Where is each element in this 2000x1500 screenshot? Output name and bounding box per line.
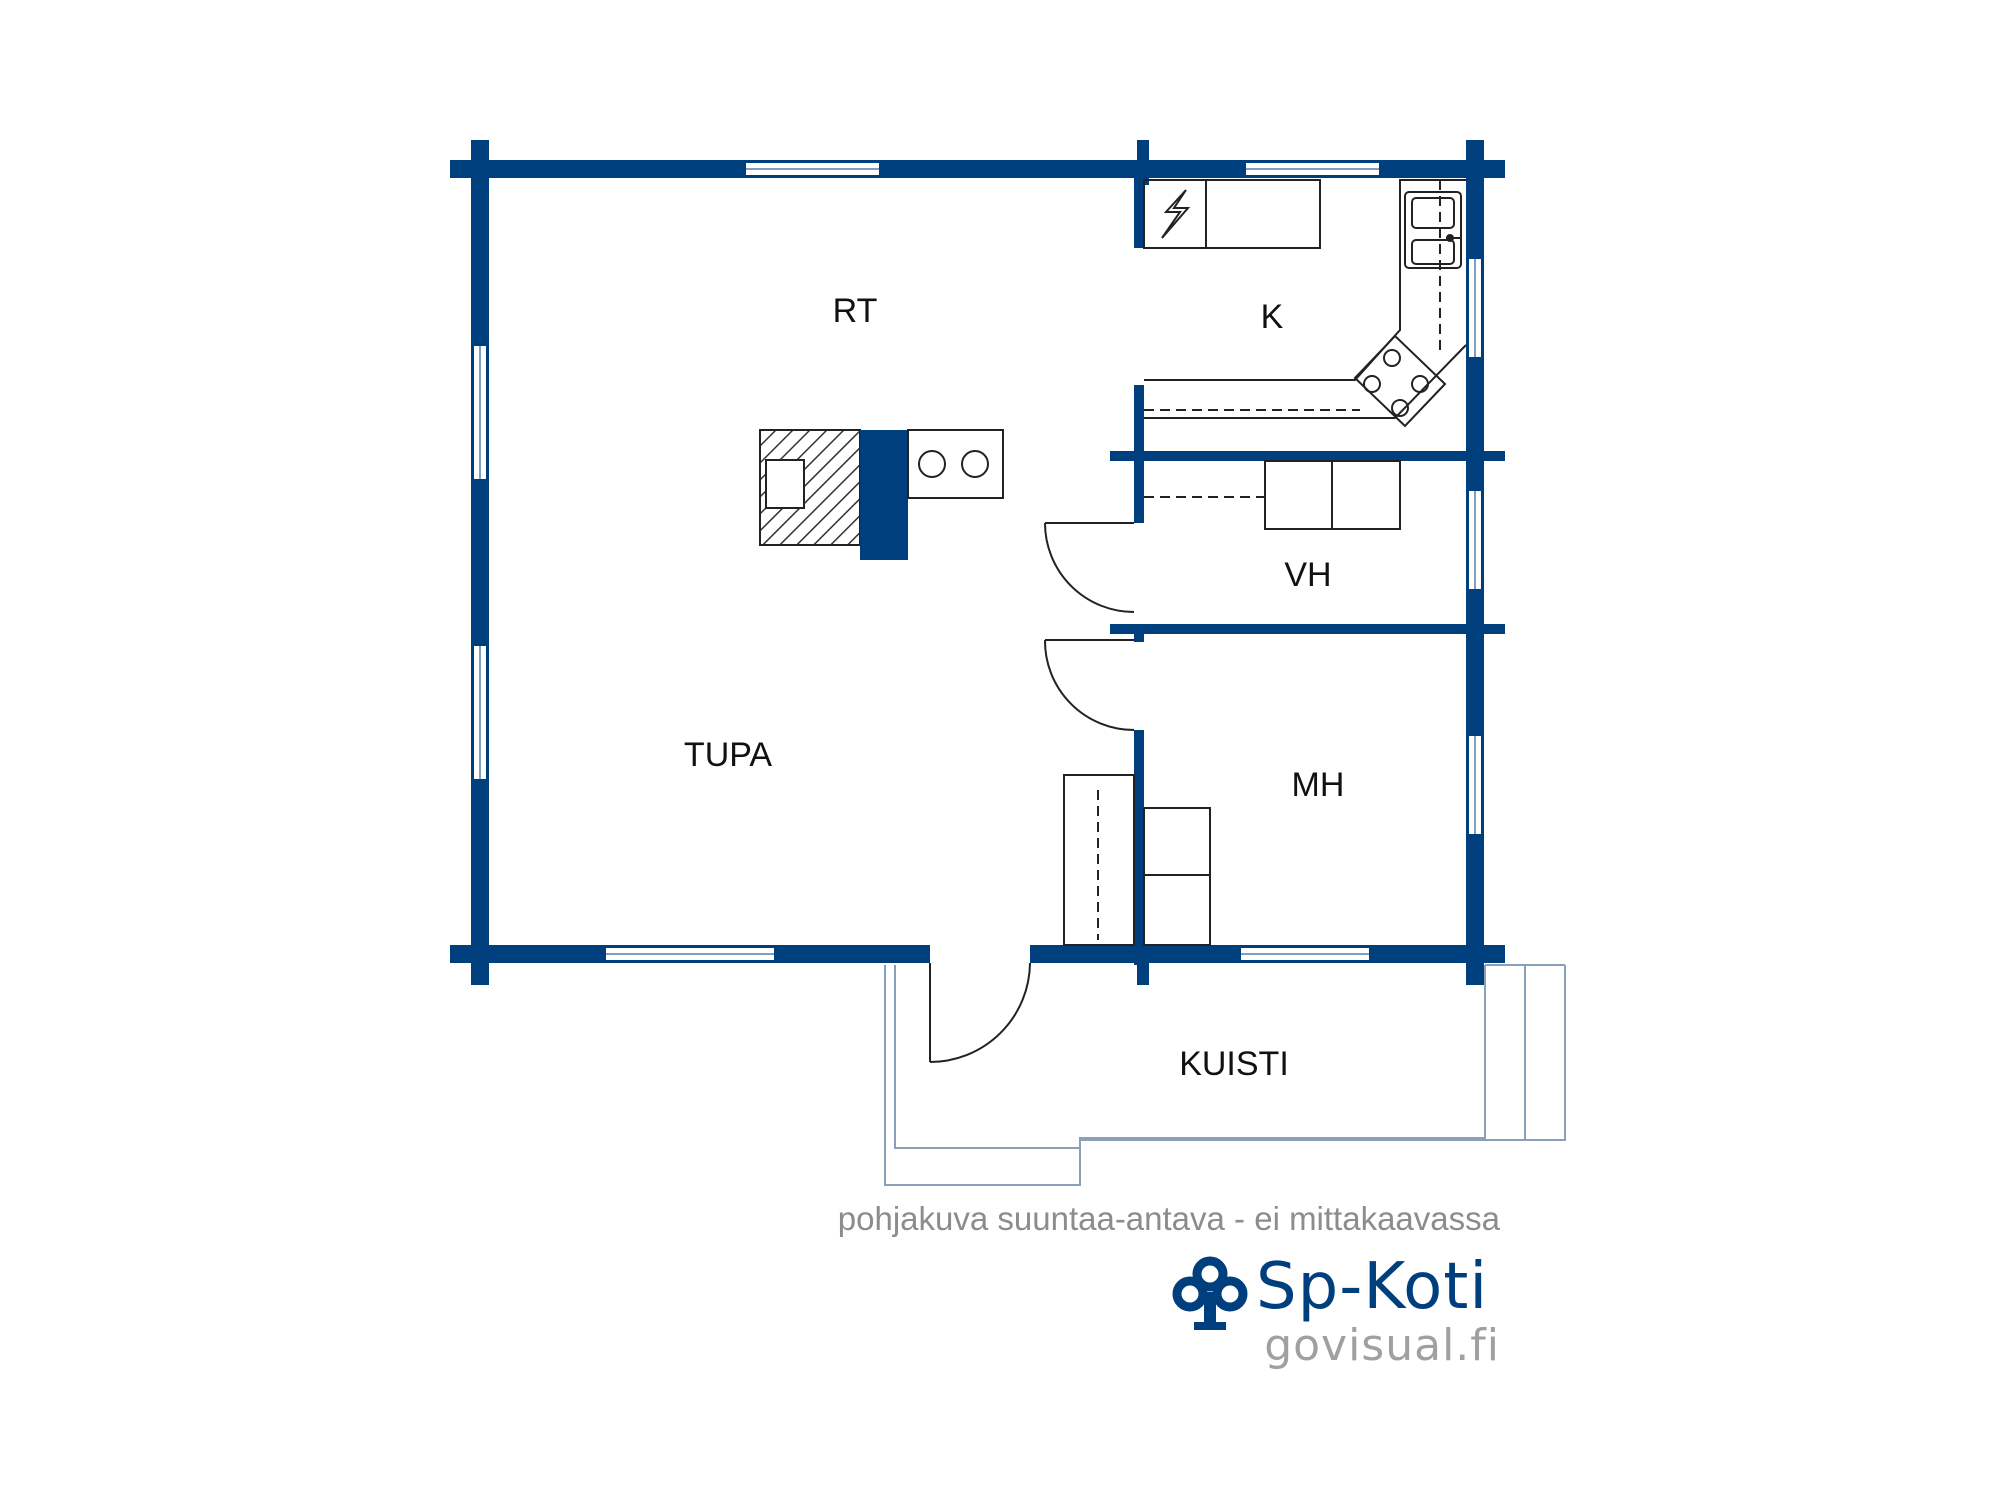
porch-outline (884, 964, 1566, 1186)
mh-furniture (1063, 774, 1211, 946)
kitchen-counters (1143, 179, 1467, 419)
brand: Sp-Koti (1170, 1248, 1500, 1338)
fireplace (759, 429, 1004, 560)
sp-koti-tree-logo-icon (1172, 1256, 1248, 1330)
brand-name: Sp-Koti (1256, 1250, 1489, 1324)
bed (1143, 807, 1211, 946)
doors (929, 522, 1135, 1063)
wardrobe (1063, 774, 1135, 946)
electric-panel-counter (1143, 179, 1321, 249)
room-label-tupa: TUPA (684, 736, 772, 774)
lightning-bolt-icon (1161, 189, 1191, 239)
fireplace-opening (765, 459, 805, 509)
scale-disclaimer: pohjakuva suuntaa-antava - ei mittakaava… (837, 1200, 1500, 1237)
room-label-rt: RT (833, 292, 878, 330)
burner-icon (918, 450, 946, 478)
room-label-kuisti: KUISTI (1179, 1045, 1289, 1083)
stove-icon (1353, 334, 1447, 428)
burner-icon (961, 450, 989, 478)
fireplace-chimney (860, 430, 908, 560)
room-label-mh: MH (1292, 766, 1345, 804)
room-label-k: K (1261, 298, 1284, 336)
brand-website[interactable]: govisual.fi (1264, 1320, 1500, 1371)
room-label-vh: VH (1284, 556, 1331, 594)
vh-cabinet (1144, 460, 1401, 530)
sink-icon (1404, 191, 1462, 269)
outer-walls (450, 140, 1505, 985)
window-panes (479, 168, 1476, 955)
interior-walls (1110, 178, 1505, 965)
